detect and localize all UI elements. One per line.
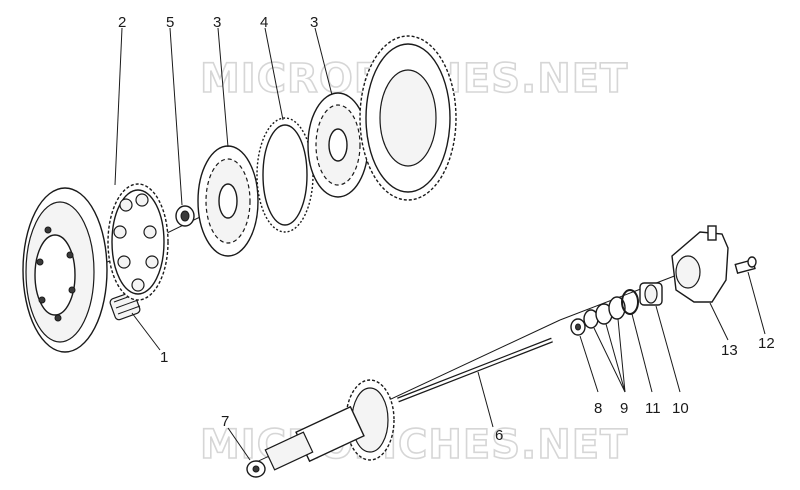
washer-8 [570, 318, 586, 336]
callout-2: 2 [118, 14, 126, 31]
leader-12 [747, 271, 766, 335]
callout-9: 9 [620, 400, 628, 417]
toothed-clutch-plate [107, 183, 169, 301]
bleed-screw [734, 256, 757, 275]
leader-4 [264, 27, 284, 121]
push-rod-highlight [397, 338, 553, 402]
leader-7 [227, 427, 251, 461]
friction-disc-2 [307, 92, 369, 198]
leader-11 [631, 313, 653, 393]
leader-10 [655, 305, 681, 393]
steel-clutch-plate [256, 117, 314, 233]
leader-2 [114, 27, 123, 186]
pilot-bushing [175, 205, 195, 227]
callout-13: 13 [721, 342, 738, 359]
callout-8: 8 [594, 400, 602, 417]
ring-gear [359, 35, 457, 201]
callout-1: 1 [160, 349, 168, 366]
callout-3a: 3 [213, 14, 221, 31]
thrust-washer [246, 460, 266, 478]
piston-10 [639, 282, 663, 306]
leader-5 [169, 27, 183, 206]
callout-5: 5 [166, 14, 174, 31]
leader-3b [314, 27, 333, 96]
flywheel-housing [22, 187, 108, 353]
right-assembly-axis [559, 269, 691, 321]
callout-7: 7 [221, 413, 229, 430]
leader-8 [579, 335, 599, 393]
callout-10: 10 [672, 400, 689, 417]
callout-11: 11 [645, 400, 661, 417]
slave-cylinder-body [671, 225, 729, 303]
leader-9b [605, 323, 626, 393]
callout-3b: 3 [310, 14, 318, 31]
callout-6: 6 [495, 427, 503, 444]
seal-set-9 [583, 296, 626, 329]
callout-4: 4 [260, 14, 268, 31]
leader-13 [709, 302, 729, 341]
callout-12: 12 [758, 335, 775, 352]
gear-shaft-assembly [264, 379, 395, 471]
leader-1 [131, 312, 161, 351]
leader-9c [617, 318, 626, 393]
friction-disc-1 [197, 145, 259, 257]
leader-3a [217, 27, 229, 148]
o-ring-11 [621, 289, 639, 315]
leader-6 [477, 371, 494, 428]
watermark-bottom: MICROFICHES.NET [200, 422, 628, 468]
leader-9a [593, 327, 626, 393]
